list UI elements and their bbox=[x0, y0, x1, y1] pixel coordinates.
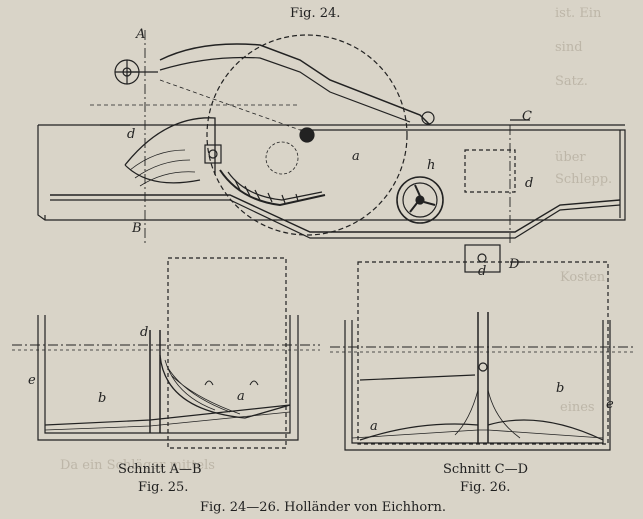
label-e-fig26: e bbox=[606, 397, 614, 412]
label-h: h bbox=[427, 158, 435, 173]
label-a-fig24: a bbox=[352, 149, 360, 164]
fig25-label: Fig. 25. bbox=[138, 480, 189, 495]
fig26-drawing: d a b e bbox=[330, 261, 635, 451]
label-C: C bbox=[522, 109, 532, 124]
label-d-fig24-right: d bbox=[525, 176, 533, 191]
label-b-fig26: b bbox=[556, 381, 564, 396]
label-a-fig26: a bbox=[370, 419, 378, 434]
label-e-fig25: e bbox=[28, 373, 36, 388]
label-D: D bbox=[508, 257, 520, 272]
fig25-drawing: d e b a bbox=[12, 257, 320, 449]
label-d-fig24-left: d bbox=[127, 127, 135, 142]
fig25-section-title: Schnitt A—B bbox=[118, 462, 202, 477]
label-B: B bbox=[131, 221, 142, 236]
fig24-label: Fig. 24. bbox=[290, 6, 341, 21]
label-a-fig25: a bbox=[237, 389, 245, 404]
fig26-label: Fig. 26. bbox=[460, 480, 511, 495]
label-d-fig25: d bbox=[140, 325, 148, 340]
label-A: A bbox=[135, 27, 145, 42]
fig24-drawing: A d a h C d B D bbox=[37, 27, 626, 273]
label-d-fig26: d bbox=[478, 264, 486, 279]
label-b-fig25: b bbox=[98, 391, 106, 406]
main-caption: Fig. 24—26. Holländer von Eichhorn. bbox=[200, 500, 446, 515]
fig26-section-title: Schnitt C—D bbox=[443, 462, 529, 477]
